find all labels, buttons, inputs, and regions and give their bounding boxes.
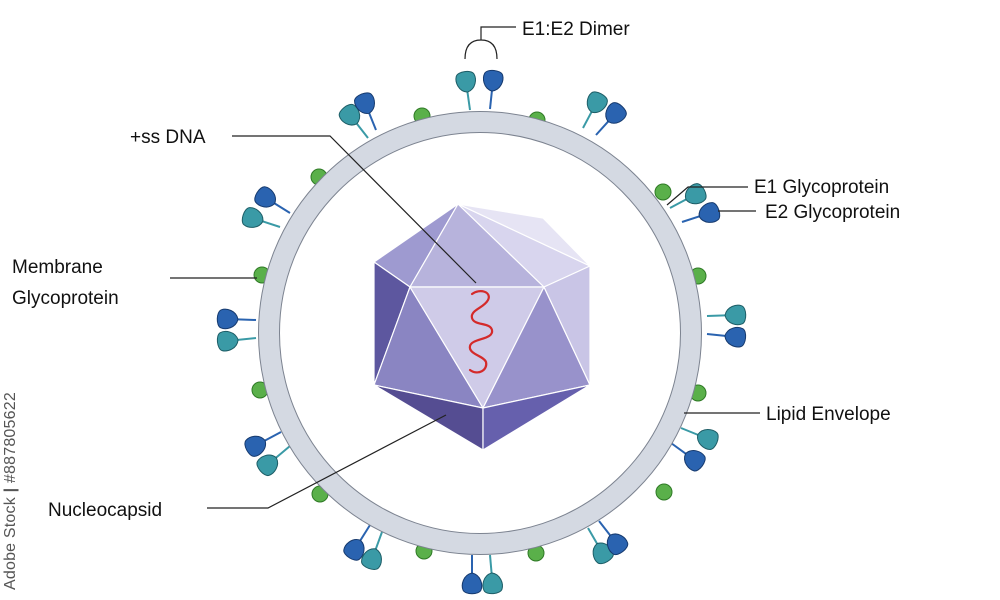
nucleocapsid: [373, 203, 591, 451]
label-e1-glycoprotein: E1 Glycoprotein: [754, 177, 889, 198]
label-e1e2-dimer: E1:E2 Dimer: [522, 19, 630, 40]
watermark-brand: Adobe Stock: [2, 497, 19, 590]
label-nucleocapsid: Nucleocapsid: [48, 500, 162, 521]
label-membrane: Membrane: [12, 257, 103, 278]
label-ss-dna: +ss DNA: [130, 127, 206, 148]
leader-lines: [170, 26, 760, 509]
stock-watermark: Adobe Stock | #887805622: [2, 360, 26, 590]
watermark-separator: |: [2, 487, 19, 493]
ss-dna-strand: [468, 290, 494, 374]
watermark-id: #887805622: [2, 392, 19, 484]
label-e2-glycoprotein: E2 Glycoprotein: [765, 202, 900, 223]
label-glycoprotein: Glycoprotein: [12, 288, 119, 309]
label-lipid-envelope: Lipid Envelope: [766, 404, 891, 425]
